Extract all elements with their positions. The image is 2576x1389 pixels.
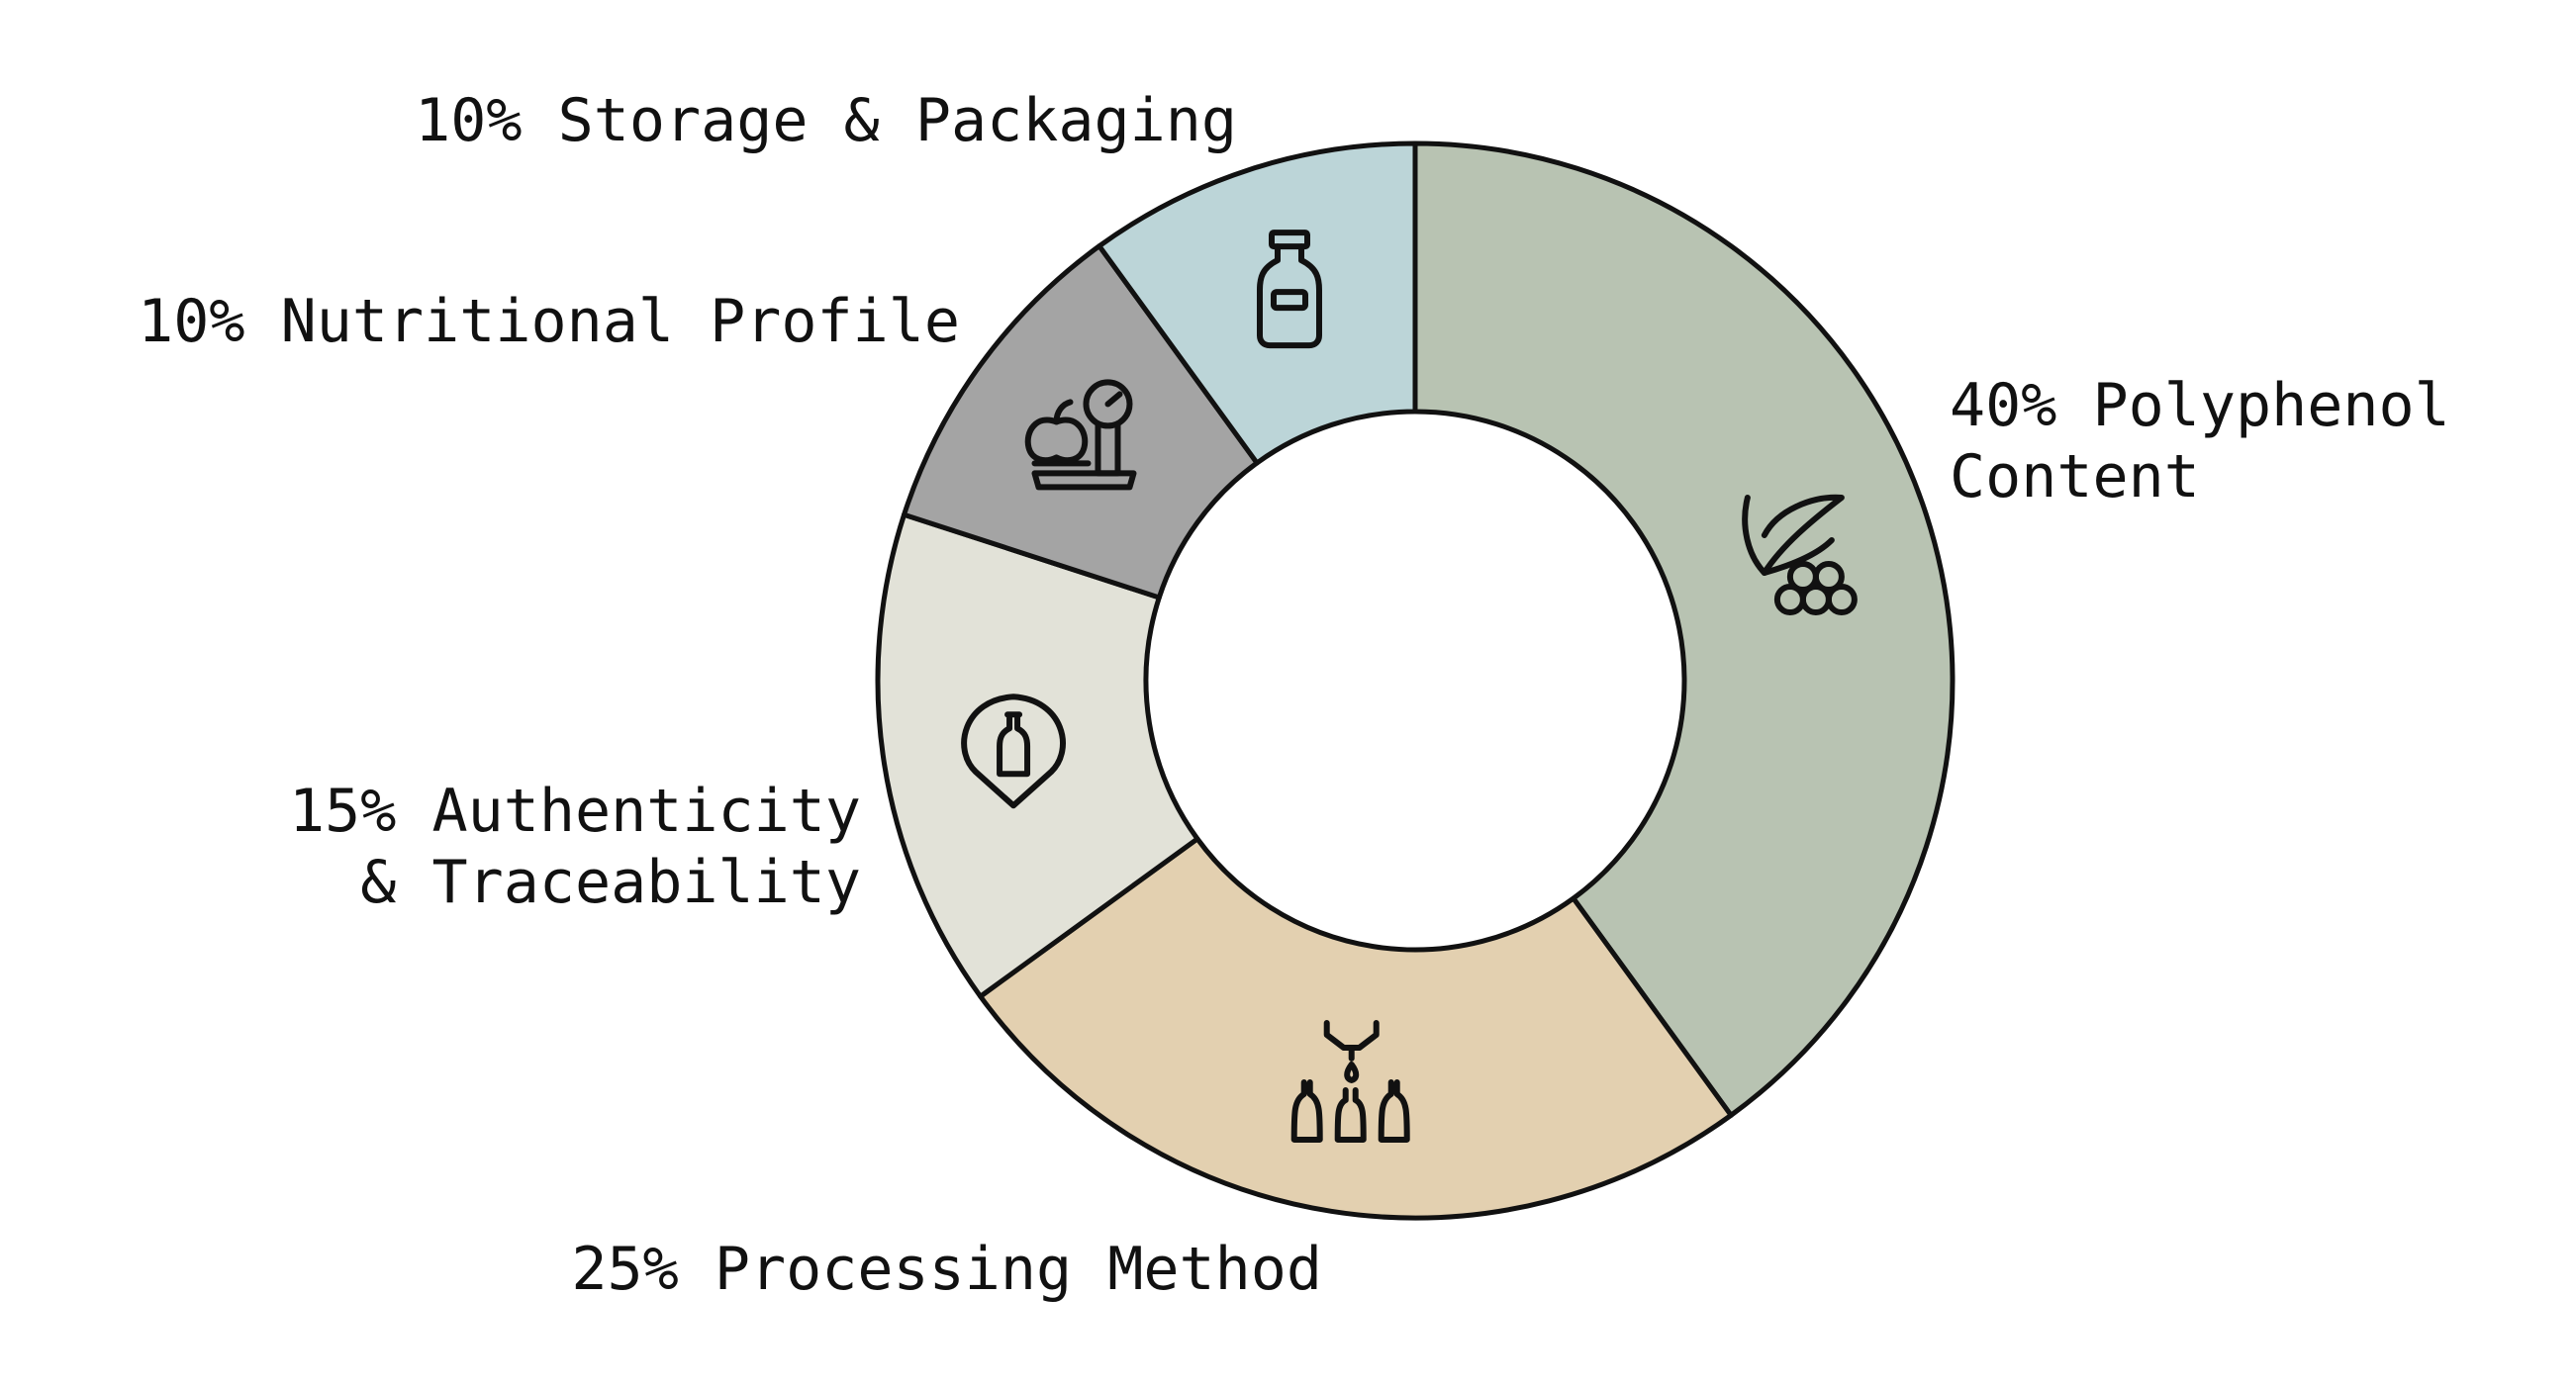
scale-with-apple-icon [1024, 379, 1137, 491]
slice-label-4: 10% Nutritional Profile [138, 287, 960, 356]
chart-slices [875, 140, 1956, 1221]
slice-label-2: 25% Processing Method [571, 1235, 1322, 1304]
press-and-bottles-icon [1290, 1019, 1410, 1143]
chart-icons [961, 230, 1858, 1143]
slice-label-line: 40% Polyphenol [1950, 371, 2450, 440]
slice-3 [875, 511, 1200, 999]
slice-label-line: & Traceability [360, 848, 861, 917]
slice-label-line: 15% Authenticity [289, 777, 861, 846]
slice-2 [978, 836, 1734, 1221]
slice-label-line: 10% Storage & Packaging [415, 86, 1237, 155]
bottle-icon [1256, 230, 1322, 349]
slice-label-3: 15% Authenticity& Traceability [289, 777, 861, 917]
slice-label-5: 10% Storage & Packaging [415, 86, 1237, 155]
leaf-and-berries-icon [1742, 494, 1858, 615]
slice-4 [902, 243, 1260, 601]
slice-label-line: 10% Nutritional Profile [138, 287, 960, 356]
slice-label-line: 25% Processing Method [571, 1235, 1322, 1304]
slice-1 [1412, 140, 1956, 1118]
location-pin-bottle-icon [961, 694, 1066, 809]
slice-label-line: Content [1950, 442, 2200, 511]
